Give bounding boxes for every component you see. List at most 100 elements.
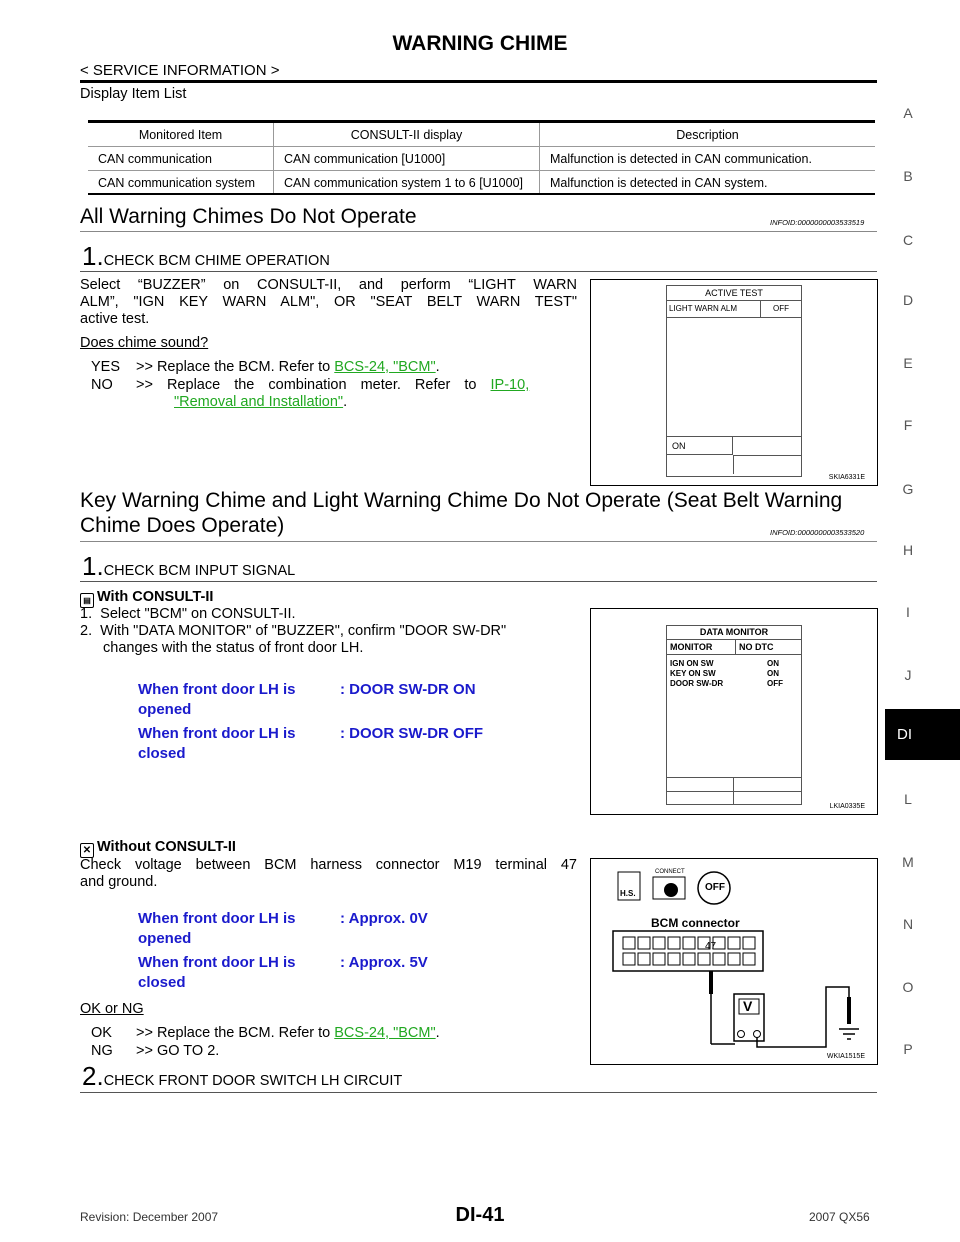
active-test-item: LIGHT WARN ALM bbox=[667, 301, 761, 317]
section-subtitle: < SERVICE INFORMATION > bbox=[80, 62, 280, 79]
footer-revision: Revision: December 2007 bbox=[80, 1210, 219, 1224]
consult-icon: ▤ bbox=[80, 593, 94, 608]
monitor-row: IGN ON SW ON bbox=[667, 659, 801, 669]
side-index-d[interactable]: D bbox=[902, 292, 914, 308]
voltmeter-plus-terminal bbox=[737, 1030, 745, 1038]
ground-symbol-icon bbox=[839, 1028, 859, 1040]
active-test-row: LIGHT WARN ALM OFF bbox=[667, 301, 801, 318]
side-index-f[interactable]: F bbox=[903, 417, 913, 433]
connector-pins-bottom bbox=[622, 952, 756, 966]
monitor-item: KEY ON SW bbox=[670, 669, 716, 678]
condition-label: When front door LH is bbox=[138, 910, 296, 927]
with-consult-label: ▤With CONSULT-II bbox=[80, 589, 213, 608]
hs-icon bbox=[617, 871, 641, 901]
heading-rule bbox=[80, 231, 877, 232]
ip-10-link[interactable]: IP-10, bbox=[490, 377, 530, 393]
empty-button bbox=[667, 778, 734, 792]
no-key: NO bbox=[91, 377, 113, 393]
without-body: Check voltage between BCM harness connec… bbox=[80, 857, 577, 891]
step-rule bbox=[80, 271, 877, 272]
no-dtc-label: NO DTC bbox=[739, 642, 774, 652]
side-index-h[interactable]: H bbox=[902, 542, 914, 558]
bcs-24-link[interactable]: BCS-24, "BCM" bbox=[334, 359, 436, 375]
removal-installation-link[interactable]: "Removal and Installation" bbox=[174, 394, 344, 410]
ok-key: OK bbox=[91, 1025, 112, 1041]
side-index-di-active[interactable]: DI bbox=[885, 709, 960, 760]
no-text: >> Replace the combination meter. Refer … bbox=[136, 377, 491, 393]
side-index-l[interactable]: L bbox=[904, 791, 912, 807]
page-title: WARNING CHIME bbox=[392, 32, 568, 55]
side-index-j[interactable]: J bbox=[904, 667, 912, 683]
side-index-m[interactable]: M bbox=[902, 854, 914, 870]
bcm-connector-figure: H.S. CONNECT OFF BCM connector 47 V WKIA… bbox=[590, 858, 878, 1065]
side-index-a[interactable]: A bbox=[903, 105, 913, 121]
monitor-value: OFF bbox=[767, 679, 783, 688]
side-index-i[interactable]: I bbox=[906, 604, 910, 620]
condition-row: When front door LH is opened bbox=[138, 680, 295, 720]
condition-label: When front door LH is bbox=[138, 681, 296, 698]
ok-row: OK>> Replace the BCM. Refer to BCS-24, "… bbox=[91, 1025, 440, 1042]
body-line: ALM”, "IGN KEY WARN ALM", OR "SEAT BELT … bbox=[80, 294, 577, 310]
data-monitor-buttons bbox=[667, 777, 801, 804]
data-monitor-header: DATA MONITOR bbox=[667, 626, 801, 640]
side-index-c[interactable]: C bbox=[902, 232, 914, 248]
ok-end: . bbox=[435, 1025, 440, 1041]
figure-code: WKIA1515E bbox=[826, 1053, 865, 1060]
section-heading-cont: Chime Does Operate) bbox=[80, 514, 285, 537]
with-step-2-cont: changes with the status of front door LH… bbox=[103, 640, 364, 656]
active-test-header: ACTIVE TEST bbox=[667, 286, 801, 301]
bcs-24-link[interactable]: BCS-24, "BCM" bbox=[334, 1025, 436, 1041]
table-cell: Malfunction is detected in CAN system. bbox=[539, 170, 875, 195]
yes-end: . bbox=[435, 359, 440, 375]
table-bottom-rule bbox=[88, 193, 875, 195]
condition-value: : Approx. 0V bbox=[340, 910, 428, 927]
step-number: 1. bbox=[82, 551, 104, 581]
step-heading: 1.CHECK BCM INPUT SIGNAL bbox=[82, 551, 295, 582]
ng-key: NG bbox=[91, 1043, 113, 1059]
side-index-p[interactable]: P bbox=[903, 1041, 913, 1057]
condition-label: closed bbox=[138, 745, 186, 762]
condition-value: : Approx. 5V bbox=[340, 954, 428, 971]
step-body: Select “BUZZER” on CONSULT-II, and perfo… bbox=[80, 277, 577, 328]
table-cell: CAN communication system bbox=[88, 170, 274, 195]
step-rule bbox=[80, 581, 877, 582]
table-cell: CAN communication bbox=[88, 146, 274, 171]
ok-ng-question: OK or NG bbox=[80, 1001, 144, 1017]
table-cell: CAN communication system 1 to 6 [U1000] bbox=[273, 170, 540, 195]
condition-row: When front door LH is closed bbox=[138, 724, 295, 764]
side-index-g[interactable]: G bbox=[902, 481, 914, 497]
step-rule bbox=[80, 1092, 877, 1093]
step-title: CHECK FRONT DOOR SWITCH LH CIRCUIT bbox=[103, 1073, 403, 1089]
active-test-figure: ACTIVE TEST LIGHT WARN ALM OFF ON SKIA63… bbox=[590, 279, 878, 486]
monitor-item: IGN ON SW bbox=[670, 659, 714, 668]
active-test-screen: ACTIVE TEST LIGHT WARN ALM OFF ON bbox=[666, 285, 802, 477]
empty-button bbox=[667, 791, 734, 804]
data-monitor-figure: DATA MONITOR MONITOR NO DTC IGN ON SW ON… bbox=[590, 608, 878, 815]
hs-label: H.S. bbox=[620, 889, 636, 898]
display-item-list-label: Display Item List bbox=[80, 86, 187, 102]
data-monitor-screen: DATA MONITOR MONITOR NO DTC IGN ON SW ON… bbox=[666, 625, 802, 805]
without-consult-text: Without CONSULT-II bbox=[97, 839, 236, 855]
ng-row: NG>> GO TO 2. bbox=[91, 1043, 219, 1060]
body-line: Select “BUZZER” on CONSULT-II, and perfo… bbox=[80, 277, 577, 293]
side-index-b[interactable]: B bbox=[903, 168, 913, 184]
info-id: INFOID:0000000003533520 bbox=[770, 528, 865, 537]
table-header-cell: CONSULT-II display bbox=[273, 123, 540, 147]
without-consult-label: ✕Without CONSULT-II bbox=[80, 839, 236, 858]
with-consult-text: With CONSULT-II bbox=[97, 589, 214, 605]
active-test-value: OFF bbox=[773, 304, 789, 313]
condition-label: When front door LH is bbox=[138, 954, 296, 971]
terminal-47-label: 47 bbox=[705, 941, 717, 952]
ground-wire bbox=[756, 986, 850, 1048]
connector-pins-top bbox=[622, 936, 756, 950]
condition-label: When front door LH is bbox=[138, 725, 296, 742]
no-consult-icon: ✕ bbox=[80, 843, 94, 858]
voltmeter-label: V bbox=[743, 998, 753, 1014]
monitor-row: DOOR SW-DR OFF bbox=[667, 679, 801, 689]
side-index-o[interactable]: O bbox=[902, 979, 914, 995]
side-index-n[interactable]: N bbox=[902, 916, 914, 932]
empty-button bbox=[733, 437, 801, 456]
side-index-e[interactable]: E bbox=[903, 355, 913, 371]
step-number: 1. bbox=[82, 241, 104, 271]
table-row: CAN communication system CAN communicati… bbox=[88, 170, 875, 195]
